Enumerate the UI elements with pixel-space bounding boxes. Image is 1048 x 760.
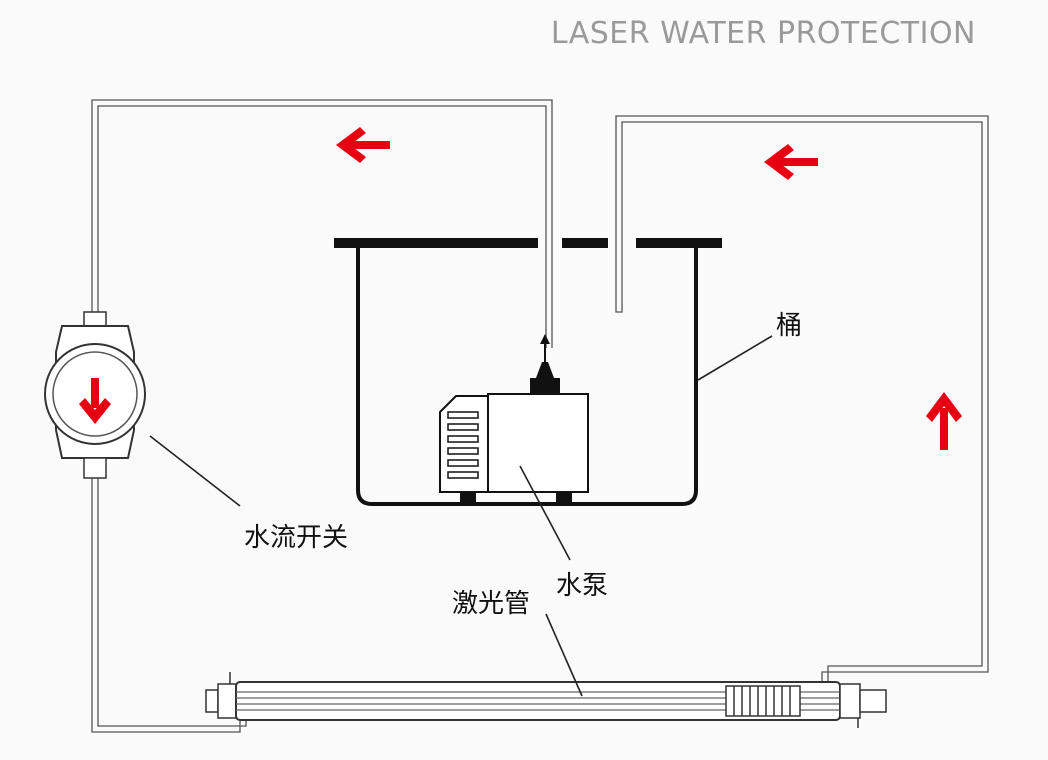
label-laser-tube: 激光管 (452, 589, 530, 619)
pipe-return-left (91, 99, 553, 348)
laser-tube (205, 672, 887, 728)
bucket-lid-left (334, 238, 538, 248)
diagram-title: LASER WATER PROTECTION (550, 16, 976, 51)
label-water-pump: 水泵 (556, 571, 608, 601)
leader-laser-tube (545, 613, 583, 697)
flow-arrow-up (926, 392, 962, 450)
flow-arrow-left-2 (764, 144, 818, 180)
bucket-lid-middle (562, 238, 608, 248)
label-flow-switch: 水流开关 (244, 523, 348, 553)
label-bucket: 桶 (776, 311, 802, 341)
water-flow-switch (44, 311, 146, 479)
pipe-tube-to-bucket (615, 115, 989, 686)
leader-water-pump (519, 465, 571, 561)
bucket-body (356, 248, 698, 506)
leader-flow-switch (149, 435, 241, 507)
pipe-switch-to-tube (91, 478, 247, 733)
leader-bucket (697, 335, 773, 381)
flow-arrow-down (79, 378, 111, 424)
bucket-lid-right (636, 238, 722, 248)
flow-arrow-left-1 (336, 127, 390, 163)
water-pump (439, 334, 589, 504)
bucket (334, 238, 722, 506)
